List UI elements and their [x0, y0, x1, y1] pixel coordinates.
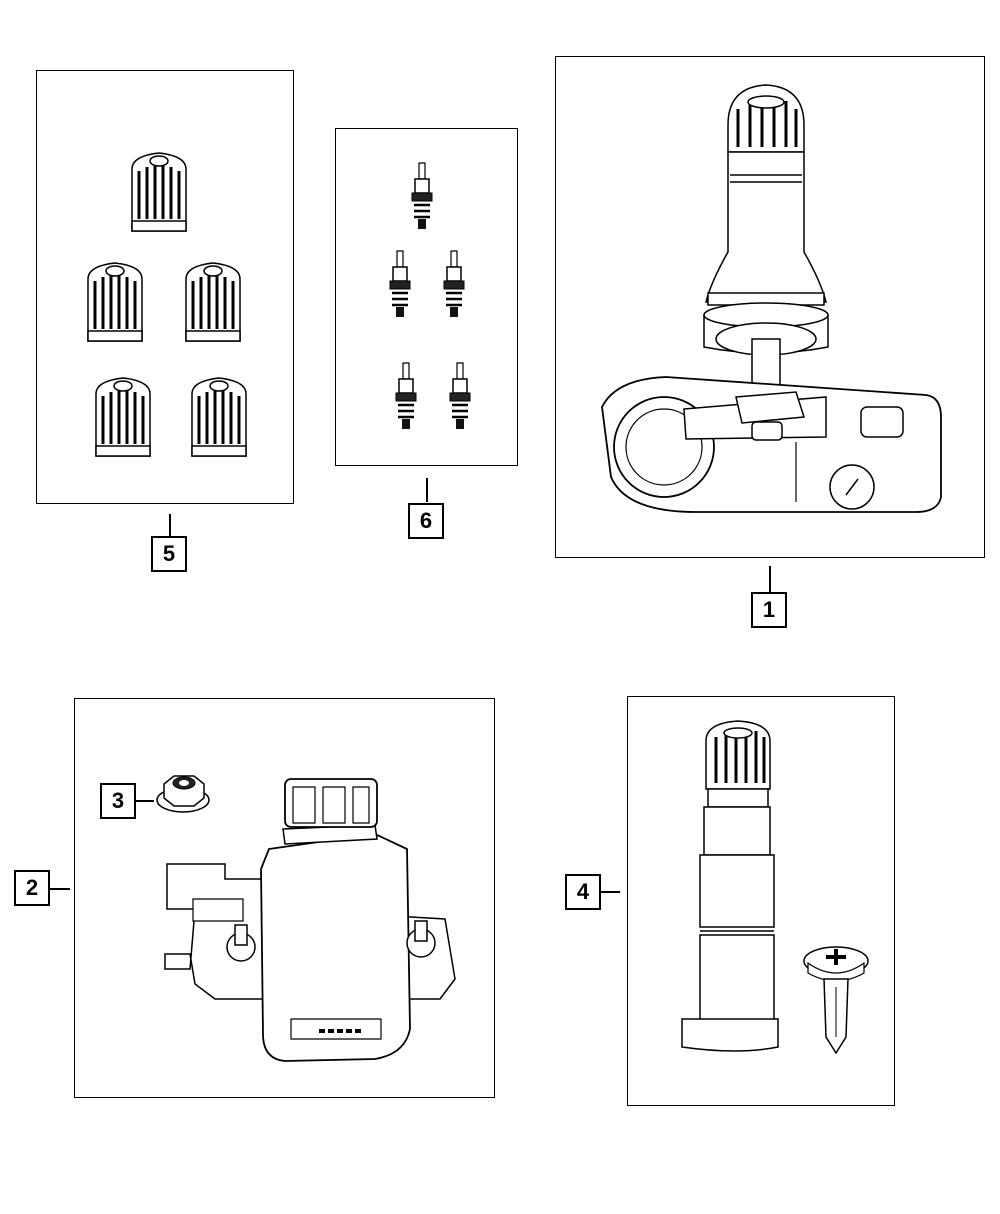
callout-2: 2 — [14, 870, 50, 906]
tpms-receiver-module-icon — [75, 699, 496, 1099]
panel-tpms-receiver-module — [74, 698, 495, 1098]
valve-core-set-icon — [388, 161, 472, 431]
callout-6: 6 — [408, 503, 444, 539]
panel-valve-stem-screw — [627, 696, 895, 1106]
leader-line-6 — [426, 478, 428, 502]
panel-valve-caps — [36, 70, 294, 504]
tpms-sensor-with-valve-stem-icon — [556, 57, 986, 559]
valve-stem-and-screw-icon — [628, 697, 896, 1107]
callout-3: 3 — [100, 783, 136, 819]
flange-nut-icon — [150, 770, 220, 820]
leader-line-3 — [136, 800, 154, 802]
callout-4: 4 — [565, 874, 601, 910]
callout-5: 5 — [151, 536, 187, 572]
panel-tpms-sensor — [555, 56, 985, 558]
panel-valve-cores — [335, 128, 518, 466]
leader-line-4 — [600, 891, 620, 893]
leader-line-5 — [169, 514, 171, 536]
callout-1: 1 — [751, 592, 787, 628]
leader-line-1 — [769, 566, 771, 592]
leader-line-2 — [50, 888, 70, 890]
valve-cap-set-icon — [86, 151, 248, 458]
